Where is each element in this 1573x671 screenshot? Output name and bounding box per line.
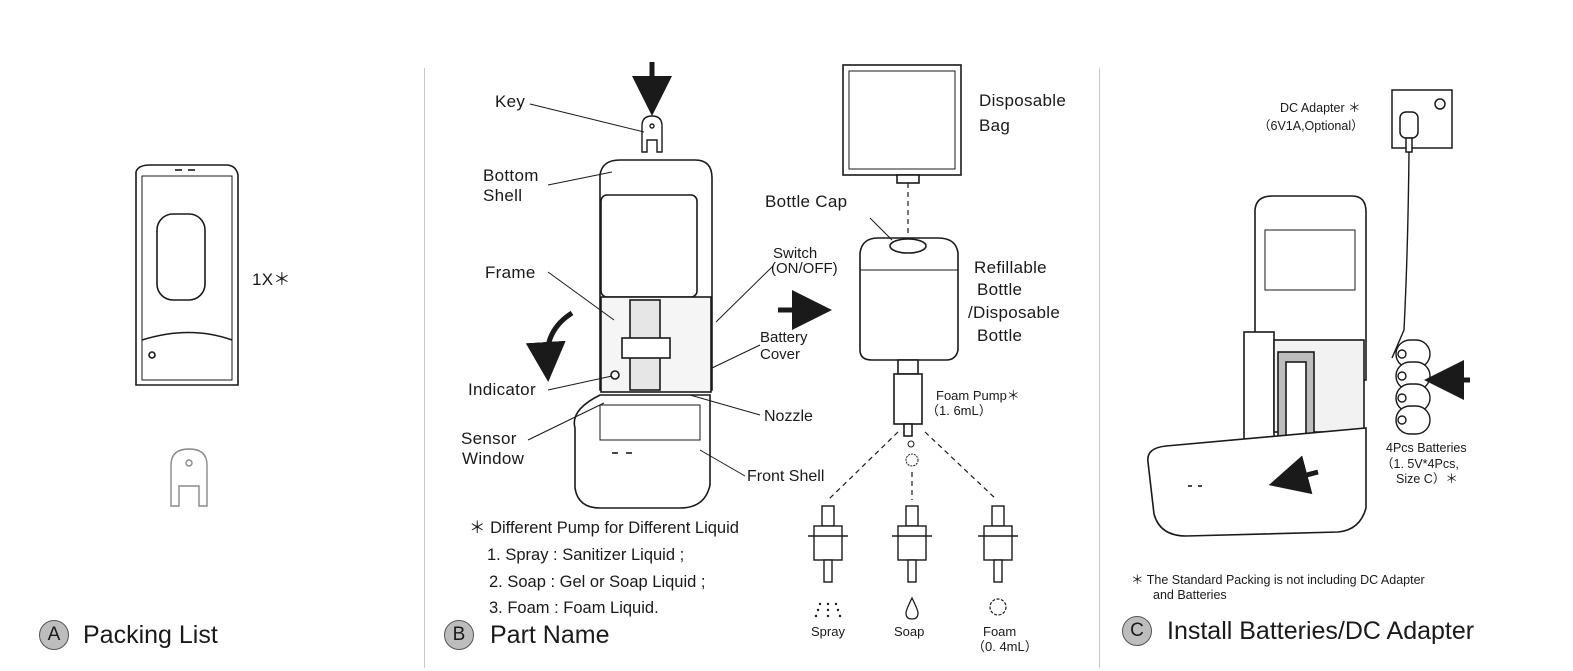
pump-label-spray: Spray xyxy=(811,624,845,639)
pump-note-heading: ＊ Different Pump for Different Liquid xyxy=(469,519,739,537)
badge-c: C xyxy=(1122,616,1152,646)
pump-label-foam: Foam xyxy=(983,624,1017,639)
label-frame: Frame xyxy=(485,263,536,282)
foam-icon xyxy=(989,598,1007,616)
label-batteries-3: Size C）＊ xyxy=(1396,472,1458,486)
pump-note-item-1: 1. Spray : Sanitizer Liquid ; xyxy=(487,546,685,564)
key-icon-b xyxy=(641,115,663,153)
label-batteries-1: 4Pcs Batteries xyxy=(1386,441,1467,455)
key-icon xyxy=(170,448,208,507)
disposable-bag xyxy=(842,64,962,184)
pump-note-item-2: 2. Soap : Gel or Soap Liquid ; xyxy=(489,573,706,591)
label-sensor-window-2: Window xyxy=(462,449,525,468)
leader-lines-b xyxy=(527,103,774,477)
adapter-cable xyxy=(1391,151,1410,359)
badge-a: A xyxy=(39,620,69,650)
label-bottle-4: Bottle xyxy=(977,326,1023,345)
badge-b: B xyxy=(444,620,474,650)
panel-divider-bc xyxy=(1099,68,1100,668)
standard-packing-note-1: ＊ The Standard Packing is not including … xyxy=(1131,573,1425,587)
label-indicator: Indicator xyxy=(468,380,536,399)
spray-icon xyxy=(814,602,842,618)
label-battery-cover-1: Battery xyxy=(760,329,808,346)
batteries xyxy=(1395,339,1431,435)
pump-label-foam-volume: （0. 4mL） xyxy=(972,639,1038,654)
label-bottom-shell-1: Bottom xyxy=(483,166,539,185)
soap-pump xyxy=(892,505,932,583)
pump-label-soap: Soap xyxy=(894,624,925,639)
label-key: Key xyxy=(495,92,526,111)
install-title: Install Batteries/DC Adapter xyxy=(1167,617,1475,645)
standard-packing-note-2: and Batteries xyxy=(1153,588,1227,602)
quantity-label: 1X＊ xyxy=(252,270,291,289)
label-dc-adapter-1: DC Adapter ＊ xyxy=(1280,101,1361,115)
drop-icon xyxy=(905,596,919,620)
panel-divider-ab xyxy=(424,68,425,668)
label-disposable-bag-2: Bag xyxy=(979,116,1011,135)
wall-socket xyxy=(1391,89,1453,153)
pump-note-item-3: 3. Foam : Foam Liquid. xyxy=(489,599,659,617)
label-batteries-2: （1. 5V*4Pcs, xyxy=(1381,457,1459,471)
dispenser-open-view xyxy=(573,159,713,509)
label-front-shell: Front Shell xyxy=(747,468,825,485)
label-bottle-cap: Bottle Cap xyxy=(765,192,848,211)
label-disposable-bag-1: Disposable xyxy=(979,91,1067,110)
refillable-bottle xyxy=(859,237,959,437)
dispenser-front-view xyxy=(135,164,239,386)
rotate-arrow-icon xyxy=(525,310,574,382)
label-dc-adapter-2: （6V1A,Optional） xyxy=(1258,119,1364,133)
label-nozzle: Nozzle xyxy=(764,408,813,425)
label-foam-pump-1: Foam Pump＊ xyxy=(936,388,1020,403)
part-name-title: Part Name xyxy=(490,621,610,649)
packing-list-title: Packing List xyxy=(83,621,218,649)
label-foam-pump-2: （1. 6mL） xyxy=(926,403,992,418)
label-switch-2: (ON/OFF) xyxy=(771,260,838,277)
label-switch-1: Switch xyxy=(773,245,818,262)
dispenser-install-view xyxy=(1147,195,1367,537)
label-bottom-shell-2: Shell xyxy=(483,186,523,205)
pump-links xyxy=(827,431,998,501)
slide-arrow-icon xyxy=(1268,455,1319,495)
label-bottle-2: Bottle xyxy=(977,280,1023,299)
foam-pump xyxy=(978,505,1018,583)
label-sensor-window-1: Sensor xyxy=(461,429,517,448)
label-bottle-1: Refillable xyxy=(974,258,1047,277)
spray-pump xyxy=(808,505,848,583)
label-bottle-3: /Disposable xyxy=(968,303,1061,322)
label-battery-cover-2: Cover xyxy=(760,346,801,363)
